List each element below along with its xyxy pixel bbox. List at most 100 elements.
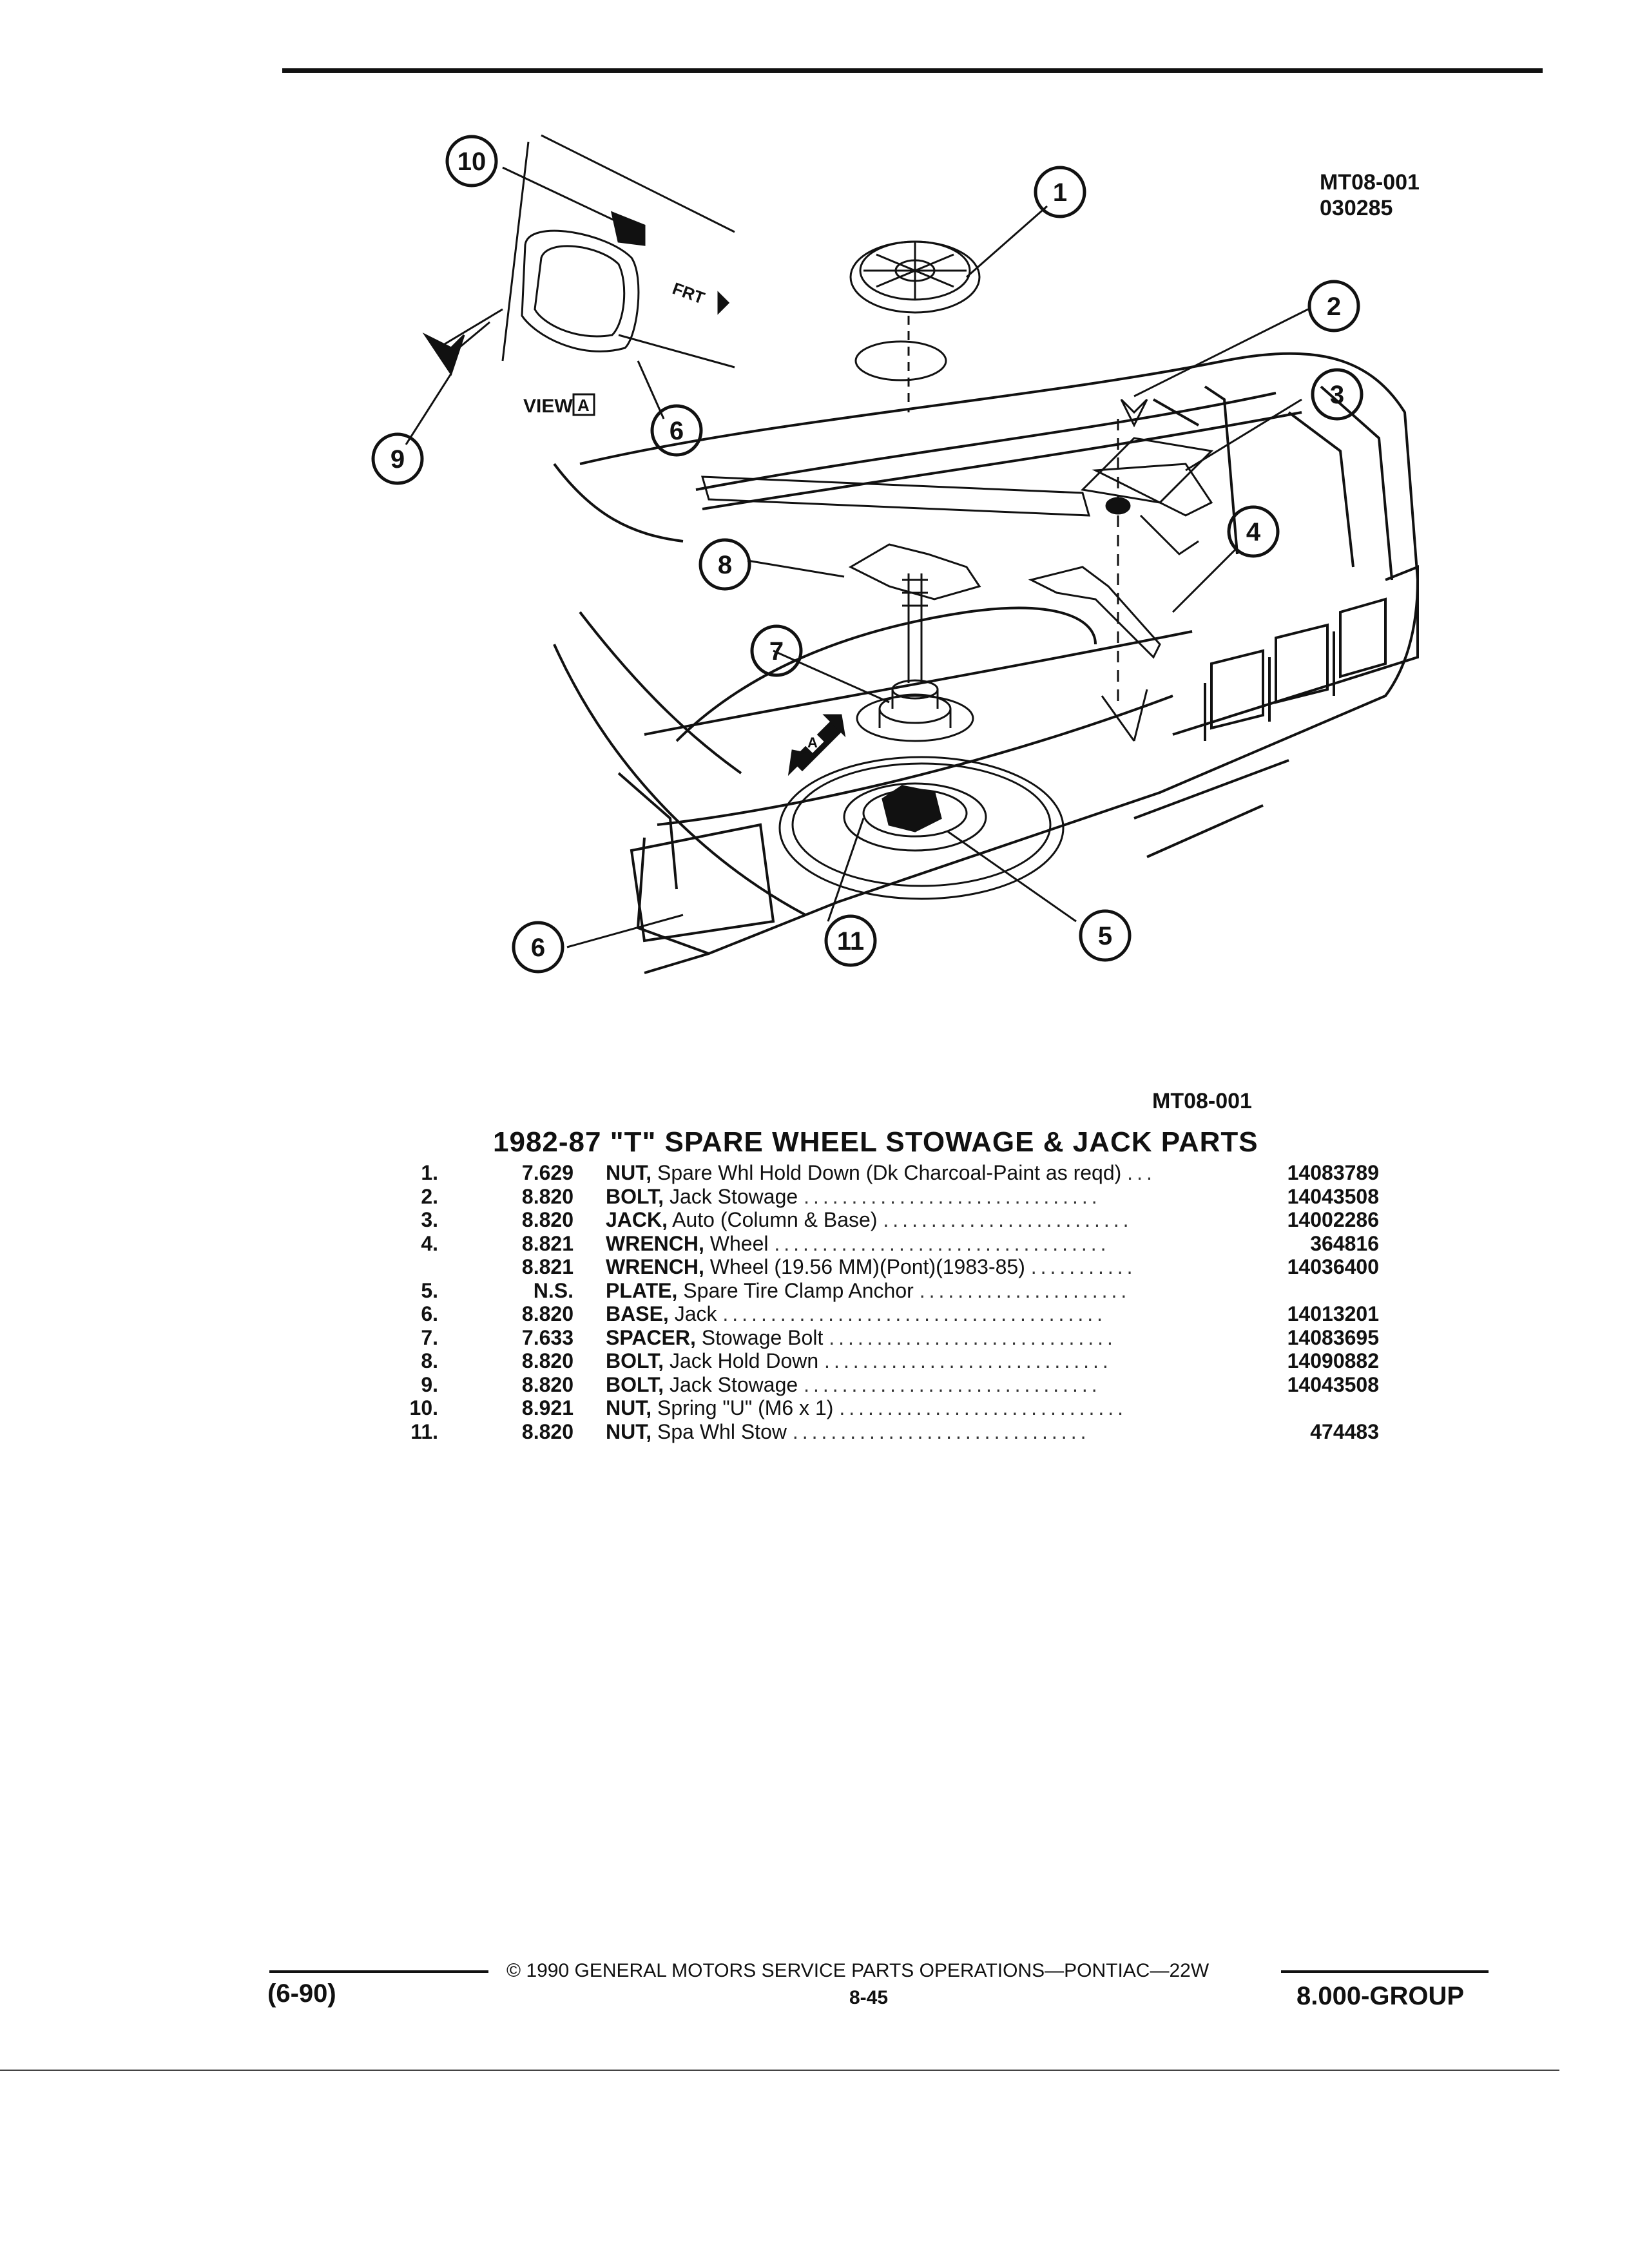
part-name: WRENCH, xyxy=(606,1255,704,1278)
leader-dots: .......................... xyxy=(883,1208,1133,1231)
svg-text:9: 9 xyxy=(390,445,405,474)
stowage-spacer xyxy=(856,679,974,742)
part-name: BOLT, xyxy=(606,1349,664,1372)
callout-leaders xyxy=(405,166,1309,948)
part-name: NUT, xyxy=(606,1161,652,1184)
parts-row-group-code: N.S. xyxy=(533,1278,574,1302)
svg-text:7: 7 xyxy=(769,637,784,666)
spare-wheel-nut xyxy=(849,240,981,412)
spare-wheel-jack-diagram: FRT A VIEW A 10 1 2 3 4 5 6 6 xyxy=(371,134,1420,974)
view-a-arrow-icon: A xyxy=(787,714,846,776)
part-description: Auto (Column & Base) xyxy=(668,1208,878,1231)
parts-row-number: 11. xyxy=(410,1419,438,1443)
revision-date: (6-90) xyxy=(267,1979,336,2008)
parts-row-part-number: 474483 xyxy=(1310,1419,1379,1443)
part-name: BOLT, xyxy=(606,1372,664,1396)
top-rule xyxy=(282,68,1543,73)
figure-date: 030285 xyxy=(1320,196,1393,220)
callout-11: 11 xyxy=(824,914,877,967)
svg-text:1: 1 xyxy=(1053,178,1067,207)
view-a-jack-base xyxy=(422,134,735,376)
part-name: BASE, xyxy=(606,1302,669,1325)
svg-text:8: 8 xyxy=(718,551,732,579)
copyright-line: © 1990 GENERAL MOTORS SERVICE PARTS OPER… xyxy=(506,1960,1210,1981)
part-description: Jack Stowage xyxy=(664,1184,798,1208)
part-description: Spare Tire Clamp Anchor xyxy=(677,1278,914,1302)
parts-row-description: WRENCH, Wheel ..........................… xyxy=(606,1232,1250,1256)
part-name: SPACER, xyxy=(606,1325,696,1349)
parts-row-part-number: 14043508 xyxy=(1287,1372,1379,1396)
leader-dots: ................................... xyxy=(774,1231,1110,1255)
callout-7: 7 xyxy=(750,624,803,677)
parts-row-group-code: 8.821 xyxy=(521,1231,574,1255)
footer-rule-right xyxy=(1281,1970,1489,1973)
caption-figure-code: MT08-001 xyxy=(1152,1089,1252,1113)
svg-text:6: 6 xyxy=(670,417,684,445)
part-description: Jack Stowage xyxy=(664,1372,798,1396)
leader-dots: ........... xyxy=(1030,1255,1137,1278)
parts-row-group-code: 8.820 xyxy=(521,1419,574,1443)
svg-text:3: 3 xyxy=(1330,381,1344,409)
part-name: WRENCH, xyxy=(606,1231,704,1255)
parts-row-number: 3. xyxy=(421,1208,438,1231)
callout-3: 3 xyxy=(1311,368,1364,421)
parts-row-description: BOLT, Jack Stowage .....................… xyxy=(606,1373,1250,1397)
part-description: Wheel (19.56 MM)(Pont)(1983-85) xyxy=(704,1255,1025,1278)
parts-row-number: 10. xyxy=(409,1396,438,1419)
view-letter: A xyxy=(577,396,590,415)
parts-row-description: BOLT, Jack Hold Down ...................… xyxy=(606,1349,1250,1373)
spare-tire xyxy=(778,756,1065,900)
part-description: Spare Whl Hold Down (Dk Charcoal-Paint a… xyxy=(651,1161,1122,1184)
footer-rule-left xyxy=(269,1970,488,1973)
parts-row-group-code: 8.820 xyxy=(521,1372,574,1396)
parts-row-description: BASE, Jack .............................… xyxy=(606,1302,1250,1326)
part-description: Jack xyxy=(668,1302,717,1325)
callout-2: 2 xyxy=(1307,280,1360,332)
svg-text:A: A xyxy=(807,735,818,751)
part-description: Spring "U" (M6 x 1) xyxy=(651,1396,834,1419)
frt-label: FRT xyxy=(670,278,708,308)
parts-row-group-code: 7.633 xyxy=(521,1325,574,1349)
parts-row-number: 5. xyxy=(421,1278,438,1302)
part-description: Spa Whl Stow xyxy=(651,1419,787,1443)
section-title: 1982-87 "T" SPARE WHEEL STOWAGE & JACK P… xyxy=(493,1126,1258,1158)
part-description: Jack Hold Down xyxy=(664,1349,819,1372)
part-name: JACK, xyxy=(606,1208,668,1231)
svg-text:11: 11 xyxy=(837,927,864,956)
svg-text:4: 4 xyxy=(1246,518,1261,546)
parts-row-number xyxy=(361,1255,490,1279)
callout-9: 9 xyxy=(371,432,424,485)
callout-4: 4 xyxy=(1227,505,1280,558)
part-name: NUT, xyxy=(606,1396,652,1419)
parts-row-part-number: 14002286 xyxy=(1287,1208,1379,1231)
parts-row-part-number: 14090882 xyxy=(1287,1349,1379,1372)
leader-dots: ............................... xyxy=(792,1419,1090,1443)
leader-dots: ...................... xyxy=(919,1278,1131,1302)
page-number: 8-45 xyxy=(849,1987,889,2008)
view-letter-box xyxy=(572,393,595,416)
parts-row-description: NUT, Spa Whl Stow ......................… xyxy=(606,1420,1250,1444)
view-label: VIEW xyxy=(523,396,573,417)
parts-row-number: 1. xyxy=(421,1161,438,1184)
wheel-wrench xyxy=(1028,566,1161,742)
parts-row-part-number: 14083789 xyxy=(1287,1161,1379,1184)
part-name: PLATE, xyxy=(606,1278,678,1302)
parts-row-part-number: 14083695 xyxy=(1287,1325,1379,1349)
parts-row: 5. N.S. PLATE, Spare Tire Clamp Anchor ...… xyxy=(361,1279,1379,1303)
parts-row-part-number xyxy=(1250,1279,1379,1303)
parts-row-group-code: 8.921 xyxy=(521,1396,574,1419)
parts-row-description: NUT, Spare Whl Hold Down (Dk Charcoal-Pa… xyxy=(606,1161,1250,1185)
parts-row-part-number: 14043508 xyxy=(1287,1184,1379,1208)
part-name: NUT, xyxy=(606,1419,652,1443)
leader-dots: ........................................ xyxy=(722,1302,1106,1325)
parts-row-group-code: 8.820 xyxy=(521,1302,574,1325)
